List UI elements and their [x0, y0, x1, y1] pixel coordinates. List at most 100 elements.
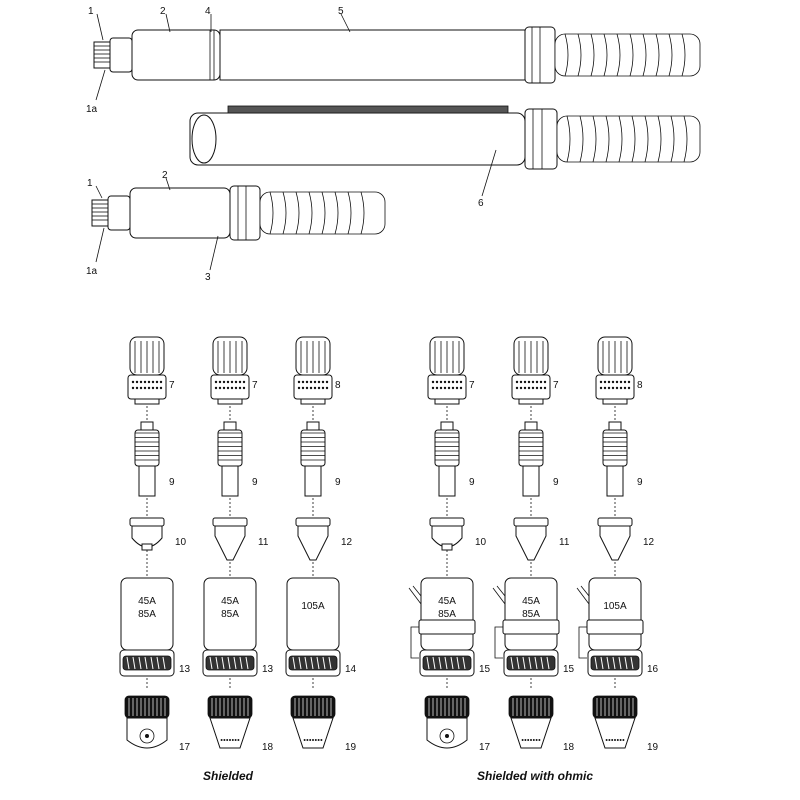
consumable-column: 7 9 10 15 17 45A 85A — [408, 336, 491, 753]
retaining-cap-label: 7 — [469, 380, 475, 391]
nozzle-label: 12 — [643, 537, 655, 548]
torch-bottom-label-3: 3 — [205, 272, 211, 283]
torch-bottom-label-1a: 1a — [86, 266, 98, 277]
consumable-column: 7 9 11 13 18 45A 85A — [202, 336, 274, 753]
lead-middle: 6 — [189, 105, 701, 209]
electrode — [434, 421, 460, 497]
retaining-cap — [293, 336, 333, 405]
electrode — [134, 421, 160, 497]
shield-cap-label: 13 — [179, 664, 191, 675]
caption-shielded-ohmic: Shielded with ohmic — [477, 769, 593, 783]
shield-cap — [202, 577, 258, 677]
lead-middle-tube — [189, 112, 526, 166]
amperage-text: 45A — [138, 596, 156, 607]
shield-label: 17 — [179, 742, 191, 753]
shield-label: 19 — [647, 742, 659, 753]
electrode — [217, 421, 243, 497]
retaining-cap — [427, 336, 467, 405]
torch-top-body — [131, 29, 221, 81]
shield — [207, 695, 253, 749]
amperage-text: 45A — [221, 596, 239, 607]
torch-bottom-label-2: 2 — [162, 170, 168, 181]
nozzle-label: 11 — [559, 537, 570, 548]
shield-cap — [408, 577, 476, 677]
shield-cap — [492, 577, 560, 677]
nozzle — [429, 517, 465, 551]
lead-middle-label-6: 6 — [478, 198, 484, 209]
shield — [508, 695, 554, 749]
lead-middle-spring — [556, 115, 701, 163]
retaining-cap-label: 7 — [553, 380, 559, 391]
shield — [290, 695, 336, 749]
shield-label: 18 — [563, 742, 575, 753]
amperage-text: 85A — [221, 609, 239, 620]
caption-shielded: Shielded — [203, 769, 254, 783]
torch-bottom-spring — [259, 191, 386, 235]
amperage-text: 85A — [138, 609, 156, 620]
retaining-cap-label: 8 — [335, 380, 341, 391]
nozzle-label: 10 — [475, 537, 487, 548]
nozzle — [212, 517, 248, 561]
electrode-label: 9 — [469, 477, 475, 488]
nozzle-label: 12 — [341, 537, 353, 548]
shield — [592, 695, 638, 749]
shield-cap-label: 14 — [345, 664, 357, 675]
torch-top-label-1: 1 — [88, 6, 94, 17]
retaining-cap — [127, 336, 167, 405]
shield-label: 18 — [262, 742, 274, 753]
shield-cap-label: 13 — [262, 664, 274, 675]
amperage-text: 105A — [301, 601, 325, 612]
torch-top-label-1a: 1a — [86, 104, 98, 115]
torch-top-label-2: 2 — [160, 6, 166, 17]
consumable-column: 7 9 11 15 18 45A 85A — [492, 336, 575, 753]
electrode-label: 9 — [169, 477, 175, 488]
shield-label: 19 — [345, 742, 357, 753]
shield — [424, 695, 470, 749]
retaining-cap — [210, 336, 250, 405]
shield-cap — [576, 577, 644, 677]
electrode — [518, 421, 544, 497]
nozzle-label: 10 — [175, 537, 187, 548]
amperage-text: 85A — [438, 609, 456, 620]
consumable-columns: 7 9 10 13 17 45A 85A 7 9 11 13 18 45A 85A 8 9 12 14 19 105A… — [119, 336, 659, 753]
consumable-column: 8 9 12 14 19 105A — [285, 336, 357, 753]
torch-top-label-5: 5 — [338, 6, 344, 17]
shield-cap-label: 15 — [563, 664, 575, 675]
shield-cap-label: 16 — [647, 664, 659, 675]
torch-top-label-4: 4 — [205, 6, 211, 17]
torch-bottom: 1 2 3 1a — [86, 170, 386, 283]
retaining-cap-label: 7 — [169, 380, 175, 391]
consumable-column: 7 9 10 13 17 45A 85A — [119, 336, 191, 753]
shield-cap — [119, 577, 175, 677]
nozzle — [513, 517, 549, 561]
retaining-cap — [595, 336, 635, 405]
nozzle — [295, 517, 331, 561]
torch-top-lead-tube — [219, 29, 526, 81]
retaining-cap-label: 7 — [252, 380, 258, 391]
consumable-column: 8 9 12 16 19 105A — [576, 336, 659, 753]
shield-label: 17 — [479, 742, 491, 753]
nozzle — [597, 517, 633, 561]
electrode-label: 9 — [637, 477, 643, 488]
retaining-cap — [511, 336, 551, 405]
nozzle-label: 11 — [258, 537, 269, 548]
amperage-text: 105A — [603, 601, 627, 612]
retaining-cap-label: 8 — [637, 380, 643, 391]
electrode-label: 9 — [335, 477, 341, 488]
shield — [124, 695, 170, 749]
amperage-text: 85A — [522, 609, 540, 620]
shield-cap-label: 15 — [479, 664, 491, 675]
torch-top-spring — [554, 33, 701, 77]
electrode-label: 9 — [252, 477, 258, 488]
torch-bottom-label-1: 1 — [87, 178, 93, 189]
electrode-label: 9 — [553, 477, 559, 488]
amperage-text: 45A — [438, 596, 456, 607]
shield-cap — [285, 577, 341, 677]
electrode — [602, 421, 628, 497]
amperage-text: 45A — [522, 596, 540, 607]
torch-top: 1 2 4 5 1a — [86, 6, 701, 115]
torch-bottom-body — [129, 187, 231, 239]
lead-middle-rack — [227, 105, 509, 114]
nozzle — [129, 517, 165, 551]
